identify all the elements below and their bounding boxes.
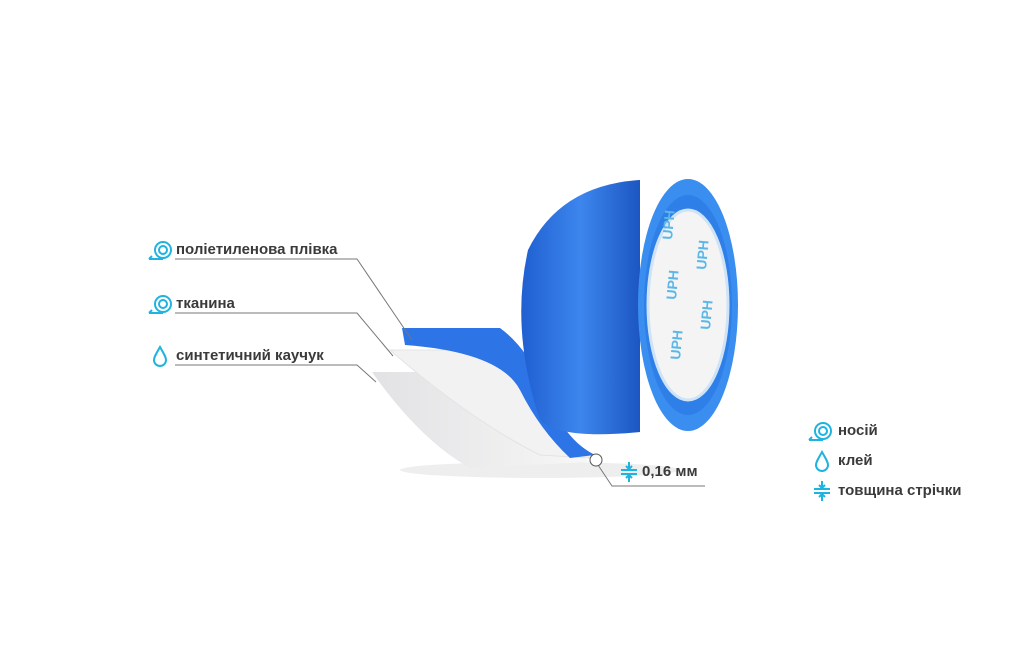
thickness-icon	[814, 481, 830, 501]
layer-label: тканина	[176, 295, 235, 312]
roll-side	[521, 180, 640, 435]
drop-icon	[152, 345, 168, 367]
tape-roll-icon	[808, 422, 832, 441]
thickness-value: 0,16 мм	[642, 463, 698, 480]
tape-roll-icon	[148, 241, 172, 260]
drop-icon	[814, 450, 830, 472]
thickness-marker	[589, 453, 603, 467]
core-brand-text: UPH	[659, 209, 678, 240]
core-brand-text: UPH	[667, 329, 686, 360]
legend-label: клей	[838, 452, 873, 469]
layer-label: синтетичний каучук	[176, 347, 324, 364]
legend-label: носій	[838, 422, 878, 439]
leader-lines	[175, 258, 705, 487]
roll-core	[646, 208, 730, 402]
film-layer	[402, 328, 595, 458]
thickness-icon	[621, 462, 637, 482]
core-brand-text: UPH	[663, 269, 682, 300]
core-brand-text: UPH	[693, 239, 712, 270]
layer-label: поліетиленова плівка	[176, 241, 338, 258]
legend-label: товщина стрічки	[838, 482, 962, 499]
core-brand-text: UPH	[697, 299, 716, 330]
tape-roll-icon	[148, 295, 172, 314]
